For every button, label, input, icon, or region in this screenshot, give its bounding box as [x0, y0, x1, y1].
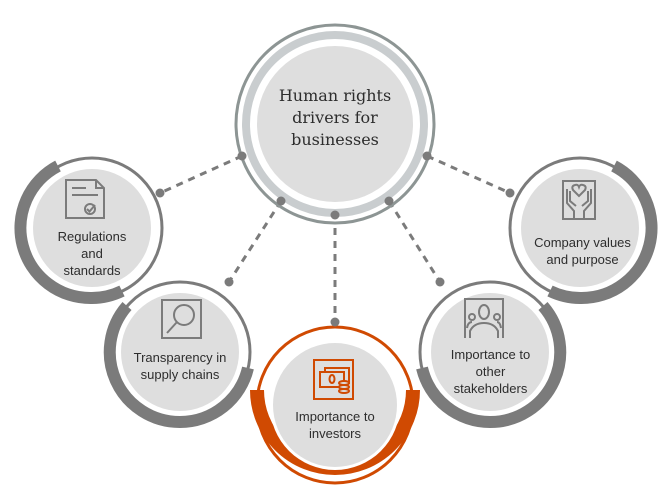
hands-heart-icon: [562, 180, 596, 220]
label-line: Transparency in: [133, 350, 227, 365]
connectors: [159, 154, 511, 322]
center-title-line: businesses: [291, 130, 379, 149]
label-line: investors: [308, 426, 362, 441]
node-investors-shape: [250, 325, 420, 485]
node-regulations-shape: [14, 156, 164, 305]
document-check-icon: [65, 179, 105, 219]
people-group-icon: [464, 298, 504, 338]
connector-dots: [155, 151, 515, 327]
center-title-line: drivers for: [292, 108, 378, 127]
money-coins-icon: [313, 359, 354, 400]
label-line: standards: [63, 263, 121, 278]
label-line: stakeholders: [453, 381, 528, 396]
node-stakeholders-label: Importance to other stakeholders: [428, 346, 553, 397]
magnifier-icon: [161, 299, 202, 339]
node-transparency-label: Transparency in supply chains: [120, 349, 240, 383]
node-transparency-shape: [103, 280, 254, 429]
center-node: [234, 23, 436, 225]
label-line: and purpose: [546, 252, 619, 267]
node-company-values-shape: [508, 156, 658, 305]
node-stakeholders-shape: [416, 280, 567, 429]
center-title-line: Human rights: [278, 86, 392, 105]
center-title: Human rights drivers for businesses: [255, 85, 415, 151]
connector-transparency: [227, 200, 283, 283]
label-line: Regulations: [57, 229, 127, 244]
connector-company-values: [426, 154, 511, 195]
label-line: and: [81, 246, 103, 261]
node-company-values-label: Company values and purpose: [520, 234, 645, 268]
label-line: Company values: [534, 235, 631, 250]
label-line: Importance to: [295, 409, 375, 424]
connector-regulations: [159, 154, 243, 195]
node-regulations-label: Regulations and standards: [32, 228, 152, 279]
label-line: Importance to: [450, 347, 531, 362]
node-investors-label: Importance to investors: [275, 408, 395, 442]
label-line: other: [475, 364, 506, 379]
connector-stakeholders: [387, 200, 442, 283]
label-line: supply chains: [140, 367, 220, 382]
